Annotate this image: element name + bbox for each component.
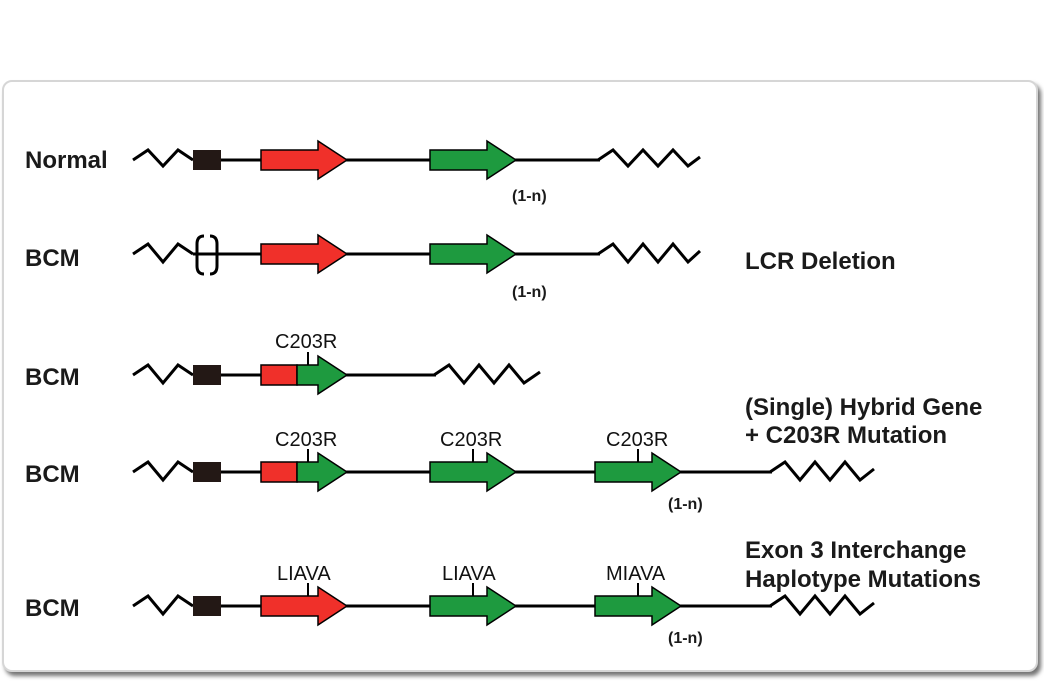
mutation-label: LIAVA [442, 563, 496, 585]
mutation-label: LIAVA [277, 563, 331, 585]
lcr-box [193, 596, 221, 616]
zigzag-left [132, 460, 194, 483]
zigzag-right [769, 593, 875, 617]
row-label-bcm: BCM [25, 461, 80, 488]
hybrid-green-arrow [296, 451, 349, 493]
green-gene-arrow [429, 451, 518, 493]
row-label-bcm: BCM [25, 364, 80, 391]
row-label-bcm: BCM [25, 245, 80, 272]
repeat-label: (1-n) [512, 284, 547, 301]
row-bcm-single-hybrid: BCM C203R [25, 331, 541, 396]
hybrid-gene-label-line1: (Single) Hybrid Gene [745, 394, 982, 421]
zigzag-left [132, 242, 194, 265]
repeat-label: (1-n) [512, 188, 547, 205]
row-label-normal: Normal [25, 147, 108, 174]
row-label-bcm: BCM [25, 595, 80, 622]
mutation-label: MIAVA [606, 563, 666, 585]
row-bcm-lcr-deletion: BCM (1-n) LCR Deletion [25, 233, 896, 301]
hybrid-gene-label-line2: + C203R Mutation [745, 422, 947, 449]
deletion-bracket-right [209, 234, 219, 276]
green-gene-arrow [429, 233, 518, 275]
mutation-label: C203R [275, 331, 337, 353]
green-gene-arrow [594, 451, 683, 493]
exon-interchange-label-line1: Exon 3 Interchange [745, 537, 966, 564]
row-bcm-exon3-haplotype: BCM LIAVA LIAVA MIAVA (1-n) [25, 563, 875, 647]
repeat-label: (1-n) [668, 630, 703, 647]
mutation-label: C203R [606, 429, 668, 451]
zigzag-left [132, 594, 194, 617]
zigzag-right [769, 459, 875, 483]
row-normal: Normal (1-n) [25, 139, 701, 205]
lcr-box [193, 462, 221, 482]
green-gene-arrow [429, 585, 518, 627]
red-gene-arrow [260, 233, 349, 275]
green-gene-arrow [594, 585, 683, 627]
green-gene-arrow [429, 139, 518, 181]
red-gene-arrow [260, 139, 349, 181]
exon-interchange-label-line2: Haplotype Mutations [745, 566, 981, 593]
hybrid-red-segment [260, 461, 298, 483]
zigzag-right [597, 241, 702, 265]
zigzag-left [132, 363, 194, 386]
zigzag-left [132, 148, 194, 169]
mutation-label: C203R [440, 429, 502, 451]
red-gene-arrow [260, 585, 349, 627]
zigzag-right [433, 362, 541, 386]
hybrid-green-arrow [296, 354, 349, 396]
mutation-label: C203R [275, 429, 337, 451]
repeat-label: (1-n) [668, 496, 703, 513]
zigzag-right [597, 147, 701, 169]
row-bcm-c203r-array: BCM C203R C203R C203R (1-n) [25, 429, 875, 513]
deletion-bracket-left [195, 234, 205, 276]
lcr-deletion-label: LCR Deletion [745, 248, 896, 275]
hybrid-red-segment [260, 364, 298, 386]
lcr-box [193, 365, 221, 385]
lcr-box [193, 150, 221, 170]
